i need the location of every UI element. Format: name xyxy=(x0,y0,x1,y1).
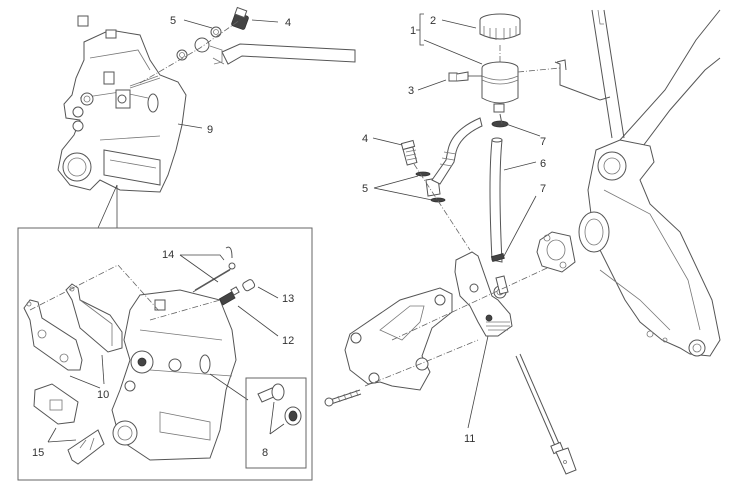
piston-seals xyxy=(257,383,302,426)
bleed-cap xyxy=(242,279,256,292)
reservoir-bracket xyxy=(554,59,611,101)
callout-7-bottom: 7 xyxy=(540,183,546,195)
push-rod xyxy=(515,353,577,475)
footrest-bracket xyxy=(344,287,453,391)
callout-11: 10 xyxy=(97,389,109,401)
banjo-bolt-center xyxy=(400,139,418,166)
callout-6: 6 xyxy=(540,158,546,170)
brake-hose-front xyxy=(425,117,483,197)
detail-box xyxy=(17,227,313,481)
callout-5: 5 xyxy=(170,15,176,27)
callout-12: 12 xyxy=(282,335,294,347)
brake-pads xyxy=(23,283,123,371)
reservoir-cap xyxy=(479,13,521,40)
callout-2: 2 xyxy=(430,15,436,27)
callout-5-center: 5 xyxy=(362,183,368,195)
reservoir-hose xyxy=(489,137,503,263)
hose-clamp-top xyxy=(491,113,509,128)
callout-10: 9 xyxy=(207,124,213,136)
frame-plate xyxy=(536,231,576,273)
banjo-bolt-top xyxy=(231,6,249,30)
callout-4-center: 4 xyxy=(362,133,368,145)
master-cylinder xyxy=(454,251,513,337)
bleed-valve xyxy=(218,286,240,306)
sealing-washers-top xyxy=(176,26,222,61)
callout-14: 14 xyxy=(162,249,174,261)
brake-hose-rear xyxy=(194,37,356,65)
motorcycle-frame xyxy=(578,9,721,357)
caliper-detail xyxy=(111,289,237,461)
callout-3: 3 xyxy=(408,85,414,97)
callout-7-top: 7 xyxy=(540,136,546,148)
callout-1: 1 xyxy=(410,25,416,37)
callout-13: 13 xyxy=(282,293,294,305)
piston-detail-box xyxy=(245,377,307,469)
callout-15: 15 xyxy=(32,447,44,459)
hose-clamp-bottom xyxy=(490,253,505,262)
reservoir-screw xyxy=(448,71,469,82)
mounting-bolt xyxy=(324,389,362,407)
pad-pin xyxy=(192,246,236,293)
callout-9: 11 xyxy=(464,433,475,445)
callout-8: 8 xyxy=(262,447,268,459)
reservoir xyxy=(481,61,519,113)
brake-caliper xyxy=(57,15,187,193)
callout-4: 4 xyxy=(285,17,291,29)
pad-spring xyxy=(33,383,105,465)
